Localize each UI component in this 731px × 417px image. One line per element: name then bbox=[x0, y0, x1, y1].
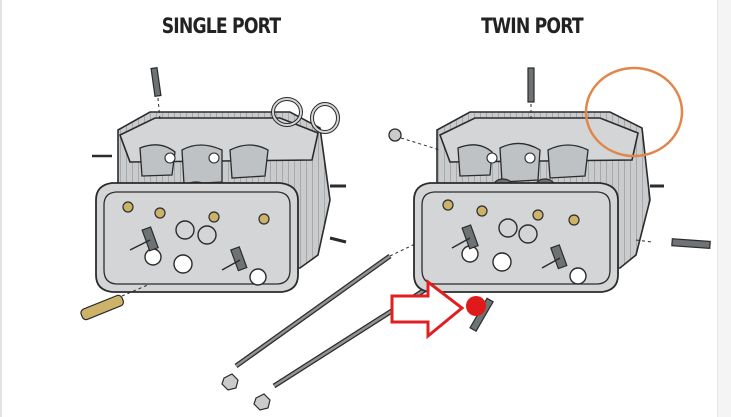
twin-port-intake-area bbox=[457, 142, 589, 192]
red-dot-marker-icon bbox=[466, 296, 486, 316]
nut-icon bbox=[221, 373, 239, 391]
twin-port-valve-guides bbox=[442, 199, 580, 226]
nut-icon bbox=[253, 393, 271, 411]
single-port-title: SINGLE PORT bbox=[161, 14, 281, 38]
left-border bbox=[0, 0, 2, 417]
twin-port-cylinder-head bbox=[388, 66, 711, 333]
plug-icon bbox=[388, 128, 402, 142]
single-port-valve-guides bbox=[122, 201, 270, 225]
callout-arrow-icon bbox=[390, 278, 465, 340]
right-scroll-edge bbox=[717, 0, 731, 417]
gasket-ring-icon bbox=[584, 66, 684, 158]
twin-port-title: TWIN PORT bbox=[481, 14, 583, 38]
single-port-cylinder-head bbox=[80, 67, 347, 321]
brass-dowel-pin bbox=[80, 283, 151, 321]
